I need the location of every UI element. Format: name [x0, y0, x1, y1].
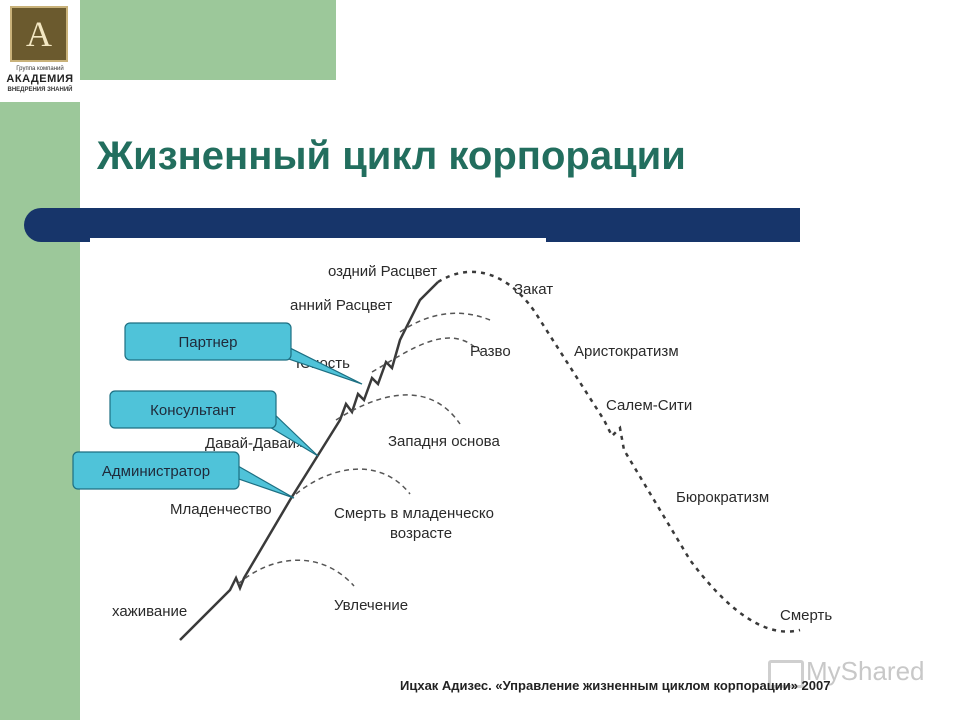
branch-affair	[237, 559, 355, 587]
label-early-prime: анний Расцвет	[290, 297, 392, 314]
logo-line-2: АКАДЕМИЯ	[6, 73, 74, 85]
slide-title: Жизненный цикл корпорации	[97, 134, 686, 178]
logo-letter: A	[26, 14, 52, 54]
label-bureaucracy: Бюрократизм	[676, 489, 769, 506]
label-aristocracy: Аристократизм	[574, 343, 679, 360]
callout-administrator	[72, 451, 240, 490]
callout-consultant-label: Консультант	[150, 402, 236, 419]
title-rule-gap	[90, 238, 546, 244]
watermark: MyShared	[806, 656, 925, 686]
label-infant-mortality-line2: возрасте	[390, 525, 452, 542]
growth-curve	[179, 281, 439, 641]
label-salem-city: Салем-Сити	[606, 397, 692, 414]
label-divorce: Разво	[470, 343, 511, 360]
label-courtship: хаживание	[112, 603, 187, 620]
callout-partner-label: Партнер	[179, 334, 238, 351]
left-green-bar	[0, 0, 80, 720]
logo-line-1: Группа компаний	[16, 66, 64, 72]
decline-curve	[437, 270, 801, 633]
source-credit: Ицхак Адизес. «Управление жизненным цикл…	[400, 678, 831, 693]
callout-partner	[124, 322, 292, 361]
top-green-bar	[80, 0, 336, 80]
label-go-go: Давай-Давай»	[205, 435, 304, 452]
branch-infant-mortality	[295, 468, 411, 495]
logo-emblem: A	[10, 6, 68, 62]
label-infant-mortality-line1: Смерть в младенческо	[334, 505, 494, 522]
logo-line-3: ВНЕДРЕНИЯ ЗНАНИЙ	[7, 87, 73, 93]
title-rule	[24, 208, 800, 242]
branch-early-prime	[399, 312, 491, 333]
label-late-prime: оздний Расцвет	[328, 263, 437, 280]
label-founder-trap: Западня основа	[388, 433, 500, 450]
callout-administrator-label: Администратор	[102, 463, 210, 480]
label-infancy: Младенчество	[170, 501, 272, 518]
watermark-icon	[768, 660, 804, 688]
label-stable: Закат	[514, 281, 553, 298]
company-logo: A Группа компаний АКАДЕМИЯ ВНЕДРЕНИЯ ЗНА…	[0, 0, 80, 102]
branch-divorce	[371, 337, 481, 373]
label-affair: Увлечение	[334, 597, 408, 614]
label-death: Смерть	[780, 607, 832, 624]
branch-founder-trap	[335, 394, 461, 425]
callout-consultant	[109, 390, 277, 429]
